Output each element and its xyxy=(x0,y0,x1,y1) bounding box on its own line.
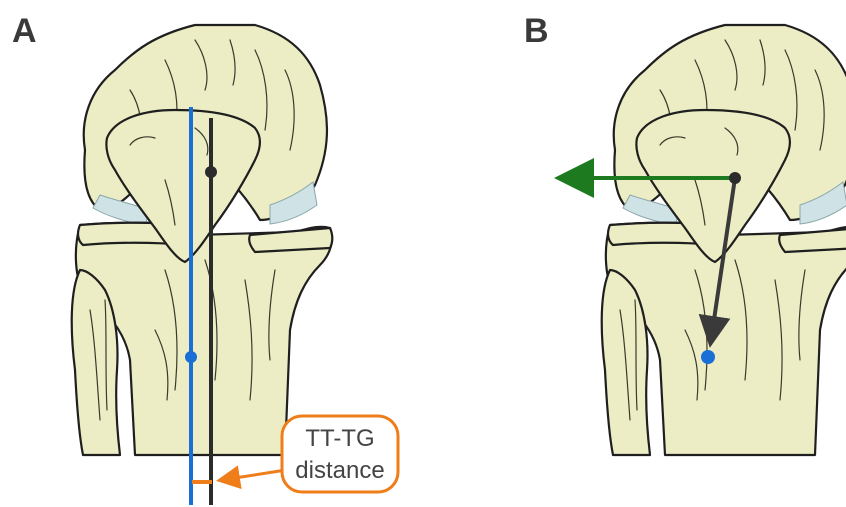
callout-line-1: TT-TG xyxy=(305,425,374,452)
panel-a-letter: A xyxy=(12,12,37,50)
tibial-tubercle-point-b xyxy=(701,350,715,364)
callout-line-2: distance xyxy=(295,457,384,484)
trochlear-groove-point-b xyxy=(729,172,741,184)
callout-pointer-arrow xyxy=(222,470,286,480)
panel-b: B xyxy=(524,12,846,455)
panel-b-letter: B xyxy=(524,12,549,50)
knee-illustration-a xyxy=(72,25,333,455)
panel-a: A TT-TG distance xyxy=(12,12,398,505)
tibial-tubercle-point xyxy=(185,351,197,363)
tt-tg-callout: TT-TG distance xyxy=(282,416,398,492)
trochlear-groove-point xyxy=(205,166,217,178)
